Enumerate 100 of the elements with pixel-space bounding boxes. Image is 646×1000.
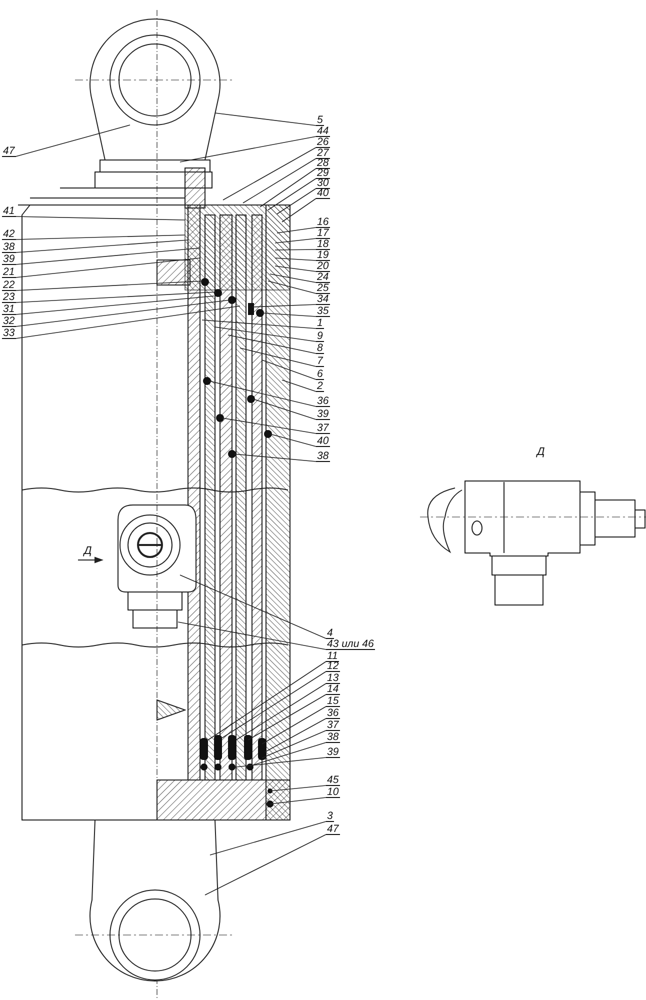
callout-number: 47	[326, 824, 340, 835]
leader-line	[15, 240, 188, 253]
callout-number: 16	[316, 217, 330, 228]
leader-line	[222, 418, 316, 434]
callout-number: 22	[2, 280, 16, 291]
callout-number: 36	[316, 396, 330, 407]
leader-line	[15, 124, 130, 157]
leader-line	[15, 306, 240, 339]
leader-line	[274, 238, 316, 244]
callout-number: 42	[2, 229, 16, 240]
callout-number: 34	[316, 294, 330, 305]
leader-line	[202, 320, 316, 329]
callout-number: 6	[316, 369, 324, 380]
leader-line	[274, 249, 316, 250]
leader-line	[210, 821, 326, 856]
leader-line	[15, 296, 214, 315]
view-letter: Д	[84, 545, 92, 557]
leader-line	[15, 300, 230, 327]
callout-number: 25	[316, 283, 330, 294]
leader-line	[15, 292, 216, 303]
callout-number: 27	[316, 148, 330, 159]
leader-line	[282, 198, 316, 222]
leader-line	[234, 454, 316, 462]
callout-number: 9	[316, 331, 324, 342]
leader-line	[236, 683, 326, 740]
leader-line	[262, 312, 316, 317]
leader-line	[222, 147, 316, 200]
leader-line	[240, 348, 316, 367]
callout-number: 3	[326, 811, 334, 822]
callout-number: 43 или 46	[326, 639, 375, 650]
callout-number: 5	[316, 115, 324, 126]
callout-number: 37	[316, 423, 330, 434]
leader-line	[236, 757, 326, 768]
leader-line	[276, 227, 316, 234]
callout-number: 13	[326, 673, 340, 684]
callout-number: 38	[316, 451, 330, 462]
callout-number: 36	[326, 708, 340, 719]
leader-line	[274, 266, 316, 272]
callout-number: 23	[2, 292, 16, 303]
callout-number: 7	[316, 356, 324, 367]
callout-number: 1	[316, 318, 324, 329]
callout-number: 33	[2, 328, 16, 339]
callout-number: 39	[2, 254, 16, 265]
leader-line	[178, 622, 326, 650]
callout-number: 38	[326, 732, 340, 743]
leader-line	[268, 280, 316, 294]
callout-number: 8	[316, 343, 324, 354]
callout-number: 26	[316, 137, 330, 148]
callout-number: 2	[316, 381, 324, 392]
callout-number: 32	[2, 316, 16, 327]
callout-number: 31	[2, 304, 16, 315]
leader-line	[268, 178, 316, 210]
leader-line	[270, 434, 316, 447]
leader-line	[276, 188, 316, 214]
callout-number: 15	[326, 696, 340, 707]
callout-number: 41	[2, 206, 16, 217]
callout-number: 18	[316, 239, 330, 250]
leader-line	[208, 661, 326, 740]
view-letter: Д	[537, 446, 545, 458]
leader-line	[264, 718, 326, 752]
leader-line	[248, 694, 326, 740]
callout-number: 39	[326, 747, 340, 758]
leader-line	[270, 797, 326, 804]
callout-number: 14	[326, 684, 340, 695]
leader-line	[208, 380, 316, 407]
callout-number: 35	[316, 306, 330, 317]
leader-line	[204, 834, 326, 896]
leader-line	[262, 730, 326, 758]
callout-number: 38	[2, 242, 16, 253]
callout-number: 17	[316, 228, 330, 239]
leader-line	[270, 274, 316, 283]
callout-number: 40	[316, 188, 330, 199]
leader-line	[214, 112, 316, 126]
leader-line	[274, 258, 316, 261]
leader-line	[252, 398, 316, 420]
callout-number: 39	[316, 409, 330, 420]
callout-number: 24	[316, 272, 330, 283]
callout-number: 4	[326, 628, 334, 639]
leader-line	[180, 574, 326, 639]
callout-number: 12	[326, 661, 340, 672]
callout-number: 19	[316, 250, 330, 261]
leader-line	[282, 380, 316, 392]
leader-line	[180, 136, 316, 162]
callout-number: 40	[316, 436, 330, 447]
leader-line	[242, 158, 316, 204]
leader-line	[15, 258, 200, 278]
callout-number: 21	[2, 267, 16, 278]
leader-line	[15, 248, 200, 265]
leader-line	[15, 234, 186, 240]
leader-line	[228, 334, 316, 354]
leader-line	[250, 742, 326, 766]
leader-line	[260, 168, 316, 208]
leader-line	[270, 785, 326, 792]
callout-number: 10	[326, 787, 340, 798]
leader-line	[222, 671, 326, 738]
leader-line	[262, 360, 316, 380]
callout-number: 44	[316, 126, 330, 137]
leader-line	[15, 216, 186, 220]
callout-number: 37	[326, 720, 340, 731]
callout-number: 20	[316, 261, 330, 272]
